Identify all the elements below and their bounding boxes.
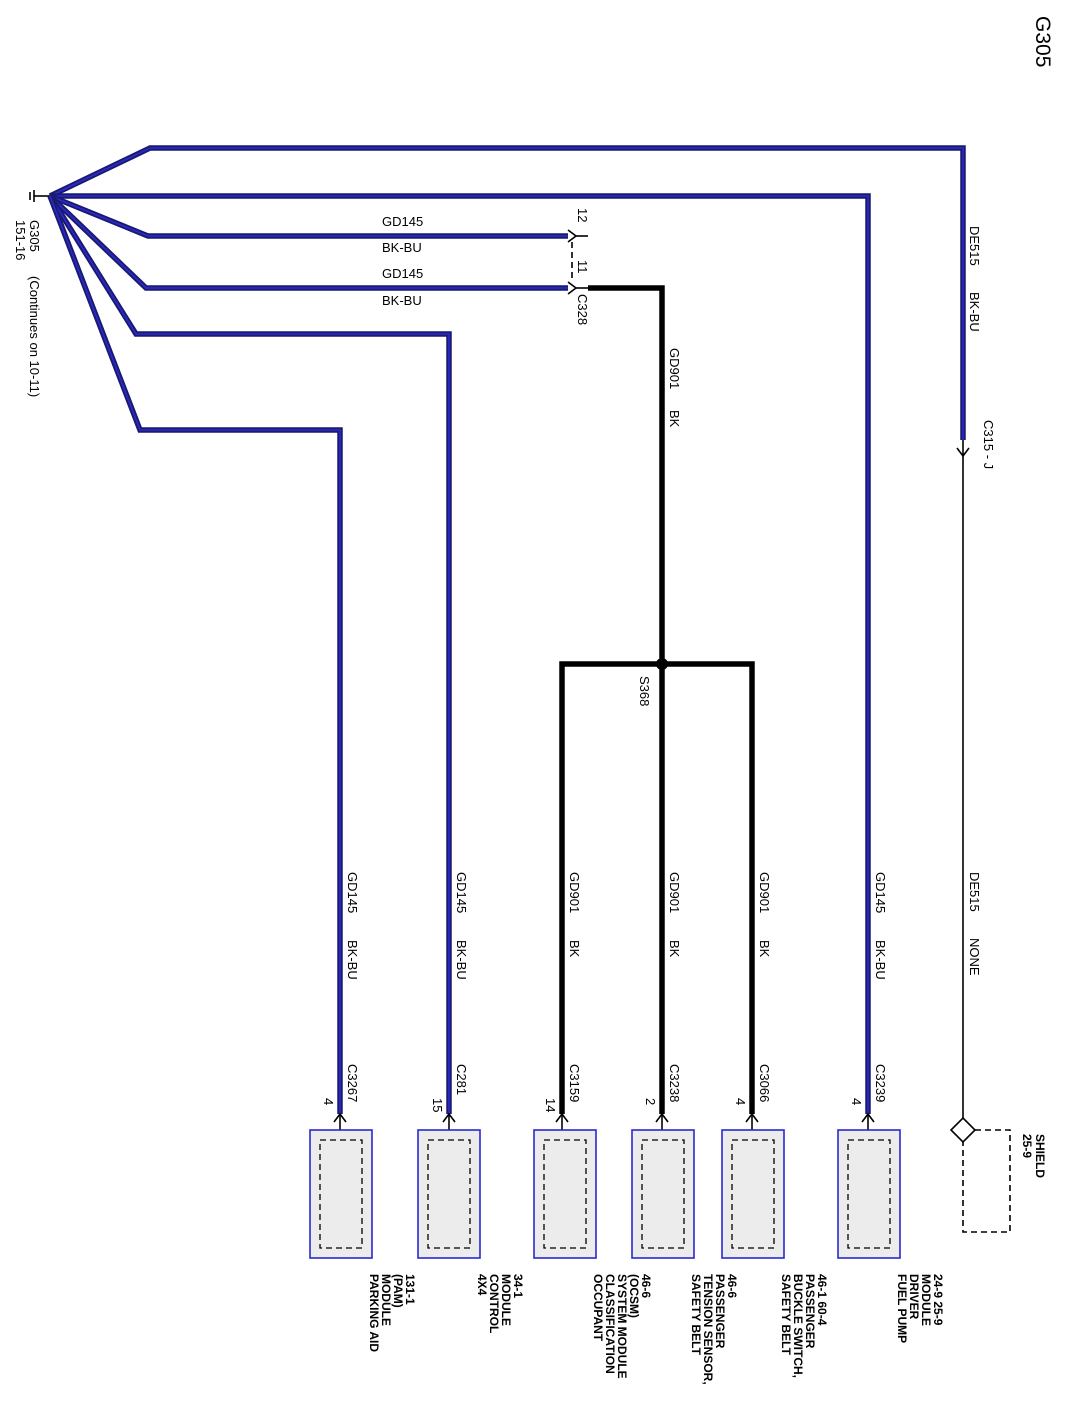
branch-c3239-pin: 4 [849, 1098, 864, 1105]
branch-c3159-color: BK [567, 940, 582, 958]
branch-c281-connector: C281 [454, 1064, 469, 1095]
module-c3159-name-line: OCCUPANT [591, 1274, 605, 1342]
module-c3066-name-line: PASSENGER [803, 1274, 817, 1349]
branch-c3159-pin: 14 [543, 1098, 558, 1112]
ground-ref: 151-16 [13, 220, 28, 260]
c328-label: C328 [575, 294, 590, 325]
module-c3267-inner [319, 1139, 363, 1249]
module-c3238-name-line: PASSENGER [713, 1274, 727, 1349]
module-c3159-inner [543, 1139, 587, 1249]
module-c3239-name-line: MODULE [919, 1274, 933, 1326]
module-c3267-box [309, 1129, 373, 1259]
module-c281-inner [427, 1139, 471, 1249]
module-c3159-name-line: 46-6 [639, 1274, 653, 1298]
shield-wire-top-circuit: DE515 [967, 226, 982, 266]
module-c3239-box [837, 1129, 901, 1259]
module-c3159-name-line: CLASSIFICATION [603, 1274, 617, 1374]
shield-symbol [949, 1116, 1011, 1233]
module-c3159-name-line: (OCSM) [627, 1274, 641, 1318]
feed-wire-circuit: GD901 [667, 348, 682, 389]
branch-c3239-connector: C3239 [873, 1064, 888, 1102]
branch-c3066-pin: 4 [733, 1098, 748, 1105]
c328-pin-11: 11 [575, 260, 590, 274]
module-c3239-name-line: FUEL PUMP [895, 1274, 909, 1343]
module-c3239-name-line: 24-9 25-9 [931, 1274, 945, 1326]
branch-c3066-color: BK [757, 940, 772, 958]
branch-c3239-circuit: GD145 [873, 872, 888, 913]
ground-symbol [29, 190, 50, 202]
branch-c3238-connector: C3238 [667, 1064, 682, 1102]
inline-wire-12-color: BK-BU [382, 240, 422, 255]
branch-c281-pin: 15 [430, 1098, 445, 1112]
module-c3267-name-line: MODULE [379, 1274, 393, 1326]
module-c3159-name-line: SYSTEM MODULE [615, 1274, 629, 1379]
shield-label: SHIELD [1033, 1134, 1047, 1178]
module-c3267-name-line: 131-1 [403, 1274, 417, 1305]
feed-wire-gd901 [588, 285, 665, 664]
module-c3267-name-line: (PAM) [391, 1274, 405, 1308]
branch-c281-color: BK-BU [454, 940, 469, 980]
module-c3066-box [721, 1129, 785, 1259]
branch-c3159-circuit: GD901 [567, 872, 582, 913]
ground-name: G305 [27, 220, 42, 252]
page-title: G305 [1031, 16, 1054, 67]
shield-wire-bottom-color: NONE [967, 938, 982, 976]
branch-c3159-connector: C3159 [567, 1064, 582, 1102]
module-c3066-name-line: SAFETY BELT [779, 1274, 793, 1356]
module-c3238-name-line: TENSION SENSOR, [701, 1274, 715, 1385]
module-c3066-name-line: BUCKLE SWITCH, [791, 1274, 805, 1378]
branch-c281-circuit: GD145 [454, 872, 469, 913]
branch-c3239-color: BK-BU [873, 940, 888, 980]
branch-c3267-connector: C3267 [345, 1064, 360, 1102]
ground-harness [47, 145, 966, 1114]
inline-wire-11-color: BK-BU [382, 293, 422, 308]
module-c3238-inner [641, 1139, 685, 1249]
c315-label: C315 - J [981, 420, 996, 469]
module-c281-name-line: MODULE [499, 1274, 513, 1326]
module-c3239-name-line: DRIVER [907, 1274, 921, 1320]
shield-wire-bottom-circuit: DE515 [967, 872, 982, 912]
inline-wire-11-circuit: GD145 [382, 266, 423, 281]
module-c3238-name-line: 46-6 [725, 1274, 739, 1298]
branch-c3066-connector: C3066 [757, 1064, 772, 1102]
shield-wire-top-color: BK-BU [967, 292, 982, 332]
module-c3238-box [631, 1129, 695, 1259]
module-c3066-inner [731, 1139, 775, 1249]
branch-c3238-circuit: GD901 [667, 872, 682, 913]
module-c3159-box [533, 1129, 597, 1259]
module-c3238-name-line: SAFETY BELT [689, 1274, 703, 1356]
branch-c3267-circuit: GD145 [345, 872, 360, 913]
inline-wire-12-circuit: GD145 [382, 214, 423, 229]
module-c3239-inner [847, 1139, 891, 1249]
c328-pin-12: 12 [575, 208, 590, 222]
ground-note: (Continues on 10-11) [27, 276, 42, 397]
branch-c3066-circuit: GD901 [757, 872, 772, 913]
shield-ref: 25-9 [1020, 1134, 1034, 1158]
branch-c3267-color: BK-BU [345, 940, 360, 980]
module-c281-name-line: CONTROL [487, 1274, 501, 1333]
connector-c315 [956, 440, 970, 1118]
connector-c328 [567, 229, 588, 295]
module-c3066-name-line: 46-1 60-4 [815, 1274, 829, 1326]
feed-wire-color: BK [667, 410, 682, 428]
splice-s368 [559, 658, 755, 1114]
module-c281-box [417, 1129, 481, 1259]
module-c281-name-line: 4X4 [475, 1274, 489, 1296]
module-c281-name-line: 34-1 [511, 1274, 525, 1298]
branch-c3238-pin: 2 [643, 1098, 658, 1105]
splice-label: S368 [637, 676, 652, 706]
branch-c3267-pin: 4 [321, 1098, 336, 1105]
module-c3267-name-line: PARKING AID [367, 1274, 381, 1352]
branch-c3238-color: BK [667, 940, 682, 958]
